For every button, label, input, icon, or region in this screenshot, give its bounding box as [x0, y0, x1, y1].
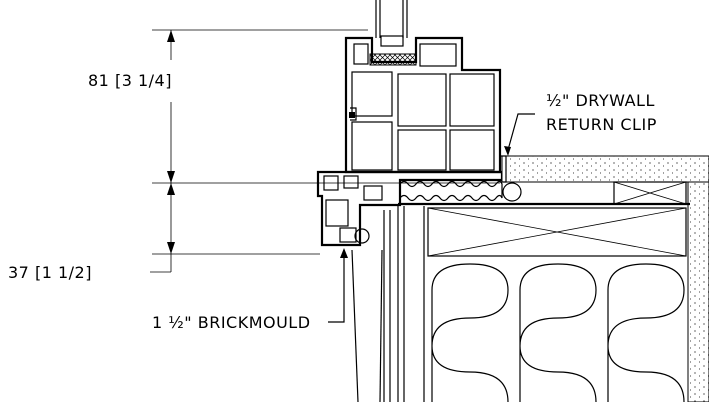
glazing-unit — [369, 0, 417, 66]
backer-rod — [502, 182, 522, 202]
window-frame — [344, 36, 502, 174]
drywall — [501, 155, 709, 183]
upper-dimension-label: 81 [3 1/4] — [88, 71, 172, 90]
wall-framing — [397, 202, 690, 402]
dimension-group — [150, 29, 500, 273]
foam-seal — [399, 180, 503, 202]
brickmould-callout: 1 ½" BRICKMOULD — [152, 313, 311, 332]
interior-finish — [687, 181, 709, 402]
exterior-wall — [351, 210, 391, 402]
lower-dimension-label: 37 [1 1/2] — [8, 263, 92, 282]
drywall-return-clip — [500, 155, 507, 183]
drywall-callout-line1: ½" DRYWALL — [546, 91, 655, 110]
drywall-callout-line2: RETURN CLIP — [546, 115, 657, 134]
leader-lines — [328, 113, 535, 323]
